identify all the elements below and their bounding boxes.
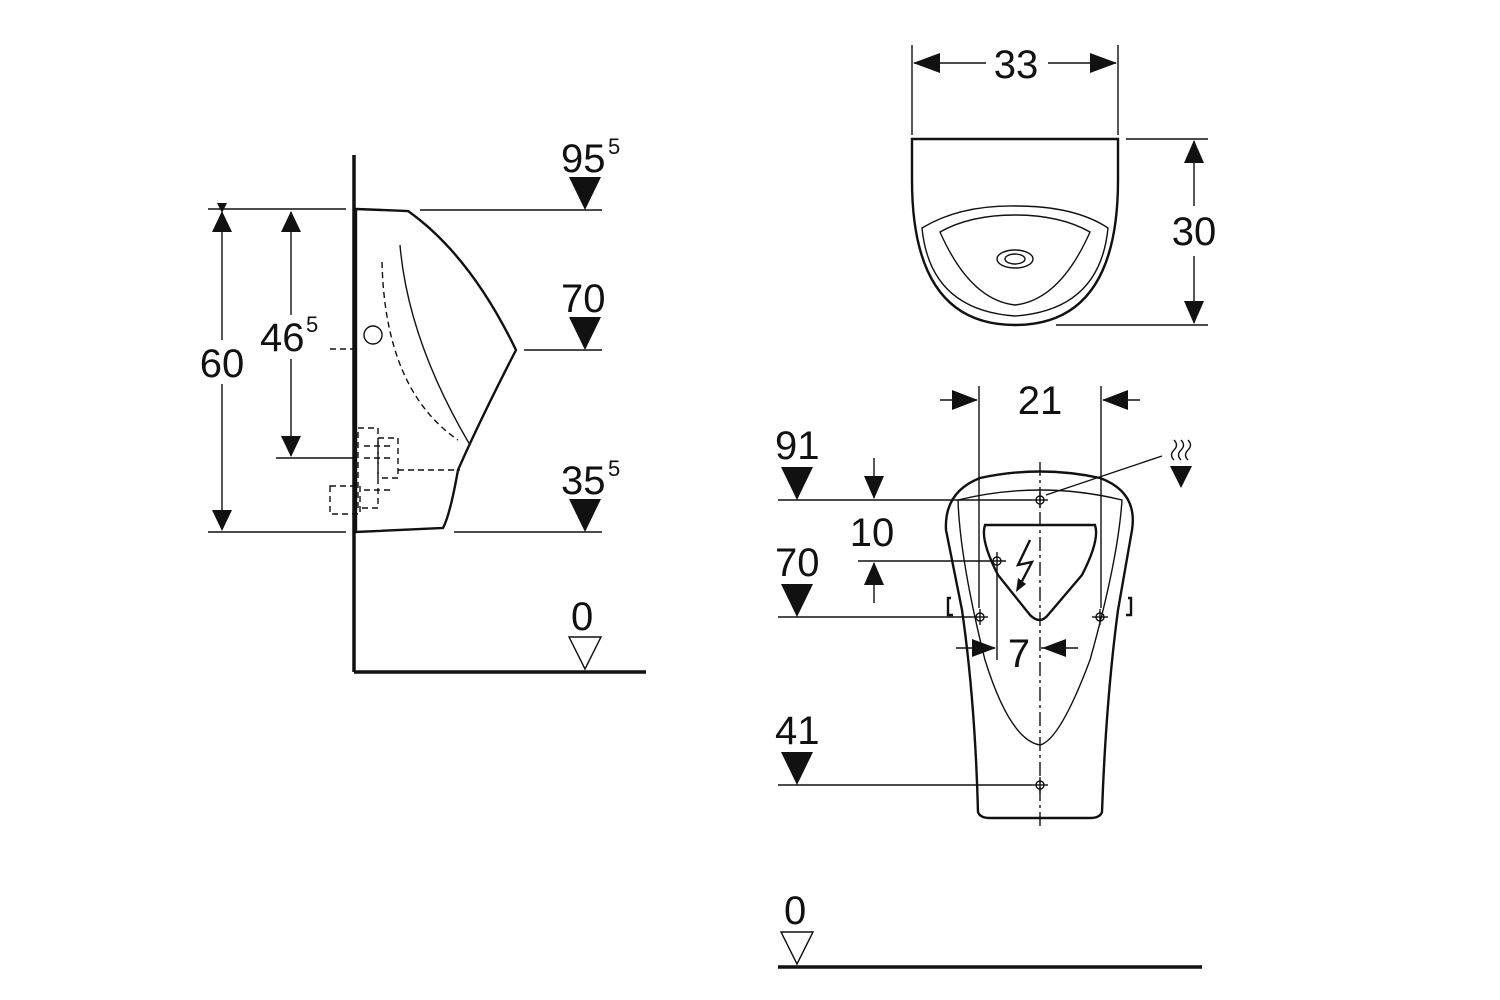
electrical-connection-icon: [1015, 539, 1035, 592]
level-triangle: [781, 584, 813, 617]
top-view: 33 30: [910, 43, 1217, 327]
level-marker-70-front: 70: [775, 541, 820, 617]
spacing-label: 21: [1018, 379, 1063, 423]
level-triangle: [569, 499, 601, 532]
floor-triangle-open: [567, 636, 603, 671]
width-label: 33: [994, 43, 1039, 87]
floor-label-front: 0: [784, 889, 806, 933]
crosshair-41: [1032, 777, 1048, 793]
top-drain-outer: [996, 249, 1034, 269]
level-marker-95: 95 5: [561, 134, 620, 210]
inner-height-superscript: 5: [306, 312, 318, 337]
crosshair-91: [1032, 492, 1048, 508]
floor-marker-front: 0: [779, 889, 815, 966]
front-side-bump-right: [1126, 596, 1133, 617]
drain-fitting: [329, 427, 460, 515]
level-marker-91: 91: [775, 424, 820, 500]
urinal-front-outline: [944, 470, 1134, 820]
urinal-top-outline: [910, 137, 1120, 327]
level-95-label: 95: [561, 137, 606, 181]
level-70-label: 70: [561, 277, 606, 321]
level-marker-70: 70: [561, 277, 606, 350]
offset-label: 7: [1008, 632, 1030, 676]
level-marker-41: 41: [775, 709, 820, 785]
level-triangle: [569, 177, 601, 210]
crosshair-70-right: [1092, 609, 1108, 625]
level-35-superscript: 5: [608, 456, 620, 481]
top-drain-inner: [1004, 253, 1026, 265]
level-marker-35: 35 5: [561, 456, 620, 532]
urinal-side-outline: [354, 207, 518, 534]
water-inlet-circle: [363, 325, 383, 345]
side-view: 60 46 5 95 5 70 35 5 0: [196, 134, 646, 674]
floor-marker-side: 0: [567, 595, 603, 671]
water-supply-icon: [1170, 439, 1192, 488]
level-35-label: 35: [561, 459, 606, 503]
front-rim: [957, 489, 1123, 746]
depth-label: 30: [1172, 210, 1217, 254]
inner-height-label: 46: [260, 316, 305, 360]
floor-label-side: 0: [571, 595, 593, 639]
level-triangle: [781, 752, 813, 785]
bowl-inner-line: [399, 244, 471, 446]
level-91-label: 91: [775, 424, 820, 468]
top-bowl-outer: [921, 205, 1109, 317]
top-bowl-inner: [939, 214, 1091, 306]
level-70-front-label: 70: [775, 541, 820, 585]
water-supply-leader: [1045, 455, 1163, 496]
crosshair-70-left: [972, 609, 988, 625]
gap-label: 10: [850, 511, 895, 555]
crosshair-electrical: [988, 552, 1006, 570]
flush-channel-dashed: [381, 261, 459, 441]
level-triangle: [781, 467, 813, 500]
level-95-superscript: 5: [608, 134, 620, 159]
front-side-bump-left: [946, 596, 953, 617]
height-label: 60: [200, 342, 245, 386]
level-triangle: [569, 317, 601, 350]
floor-triangle-open: [779, 931, 815, 966]
front-view: 21 10 7 91 70 41: [775, 379, 1202, 969]
level-41-label: 41: [775, 709, 820, 753]
